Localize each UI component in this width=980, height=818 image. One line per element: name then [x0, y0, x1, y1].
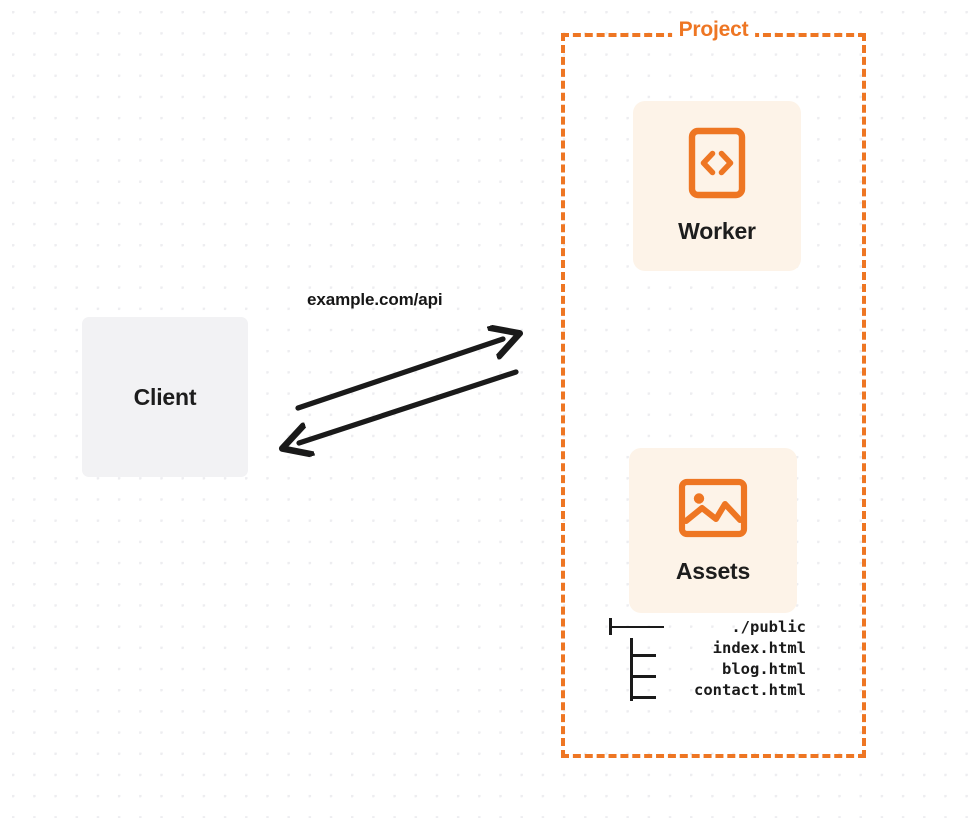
file-tree-row: blog.html: [608, 659, 808, 680]
file-tree-item-name: index.html: [712, 639, 806, 657]
request-arrow: [295, 339, 503, 411]
client-node[interactable]: Client: [82, 317, 248, 477]
file-tree-row: index.html: [608, 638, 808, 659]
project-title: Project: [671, 18, 756, 42]
file-tree-item-name: blog.html: [722, 660, 806, 678]
client-label: Client: [133, 383, 197, 410]
worker-node[interactable]: Worker: [633, 101, 801, 271]
assets-node[interactable]: Assets: [629, 448, 797, 613]
tree-branch-glyph: [608, 659, 674, 680]
file-tree-row: contact.html: [608, 680, 808, 701]
file-tree-item-name: contact.html: [694, 681, 806, 699]
project-container: Project Worker Assets: [561, 18, 866, 758]
tree-branch-glyph: [608, 617, 674, 638]
tree-branch-glyph: [608, 680, 674, 701]
connection-label: example.com/api: [307, 290, 443, 309]
assets-label: Assets: [675, 557, 751, 584]
code-brackets-icon: [688, 127, 746, 204]
file-tree-row-root: ./public: [608, 617, 808, 638]
assets-file-tree: ./public index.html blog.html contact.ht…: [608, 617, 808, 701]
response-arrow: [299, 369, 519, 443]
tree-branch-glyph: [608, 638, 674, 659]
image-icon: [678, 477, 748, 544]
worker-label: Worker: [678, 218, 756, 244]
file-tree-root-name: ./public: [731, 618, 806, 636]
